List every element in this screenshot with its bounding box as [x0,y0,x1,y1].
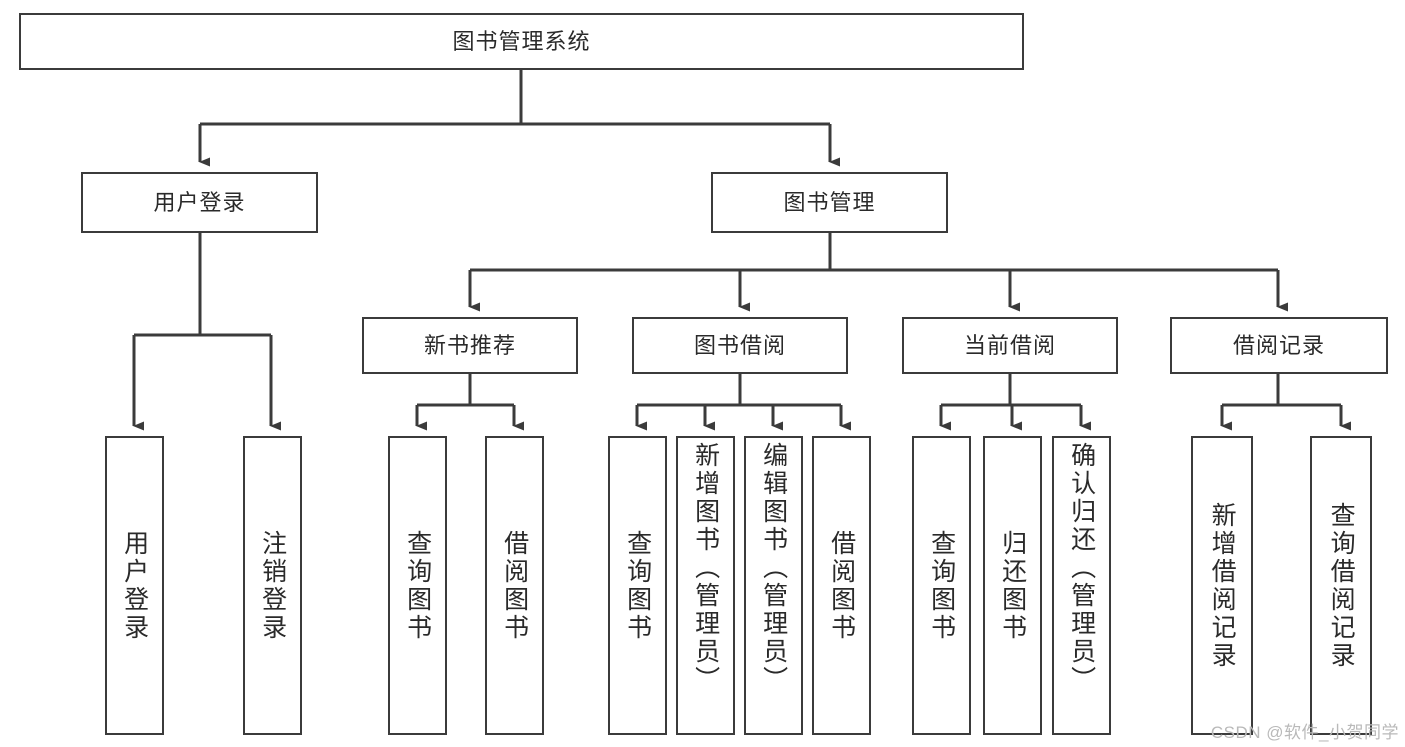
node-borrow-record-label: 借阅记录 [1232,332,1325,358]
leaf-borrow-book-recommend-label: 借阅图书 [500,529,529,642]
leaf-add-book-admin-label: 新增图书（管理员） [691,442,720,694]
node-user-login-label: 用户登录 [153,189,246,215]
leaf-return-book-label: 归还图书 [998,529,1027,642]
leaf-return-book[interactable]: 归还图书 [983,436,1042,735]
leaf-query-borrow-record[interactable]: 查询借阅记录 [1310,436,1372,735]
leaf-user-login[interactable]: 用户登录 [105,436,164,735]
node-book-management[interactable]: 图书管理 [711,172,948,233]
watermark-text: CSDN @软件_小贺同学 [1210,723,1399,742]
node-user-login[interactable]: 用户登录 [81,172,318,233]
leaf-add-borrow-record-label: 新增借阅记录 [1208,501,1237,670]
leaf-borrow-book-label: 借阅图书 [827,529,856,642]
node-book-borrow-label: 图书借阅 [693,332,786,358]
leaf-query-book-recommend-label: 查询图书 [403,529,432,642]
leaf-query-borrow-record-label: 查询借阅记录 [1327,501,1356,670]
node-root-label: 图书管理系统 [452,28,591,54]
node-current-borrow[interactable]: 当前借阅 [902,317,1118,374]
leaf-logout[interactable]: 注销登录 [243,436,302,735]
node-root[interactable]: 图书管理系统 [19,13,1024,70]
node-borrow-record[interactable]: 借阅记录 [1170,317,1388,374]
leaf-add-borrow-record[interactable]: 新增借阅记录 [1191,436,1253,735]
node-current-borrow-label: 当前借阅 [963,332,1056,358]
leaf-query-book-borrow[interactable]: 查询图书 [608,436,667,735]
leaf-query-book-borrow-label: 查询图书 [623,529,652,642]
leaf-query-book-current-label: 查询图书 [927,529,956,642]
node-new-book-recommend-label: 新书推荐 [423,332,516,358]
leaf-edit-book-admin[interactable]: 编辑图书（管理员） [744,436,803,735]
leaf-borrow-book[interactable]: 借阅图书 [812,436,871,735]
node-new-book-recommend[interactable]: 新书推荐 [362,317,578,374]
leaf-borrow-book-recommend[interactable]: 借阅图书 [485,436,544,735]
node-book-management-label: 图书管理 [783,189,876,215]
leaf-logout-label: 注销登录 [258,529,287,642]
leaf-query-book-current[interactable]: 查询图书 [912,436,971,735]
leaf-edit-book-admin-label: 编辑图书（管理员） [759,442,788,694]
leaf-user-login-label: 用户登录 [120,529,149,642]
leaf-add-book-admin[interactable]: 新增图书（管理员） [676,436,735,735]
leaf-confirm-return-admin[interactable]: 确认归还（管理员） [1052,436,1111,735]
leaf-query-book-recommend[interactable]: 查询图书 [388,436,447,735]
node-book-borrow[interactable]: 图书借阅 [632,317,848,374]
leaf-confirm-return-admin-label: 确认归还（管理员） [1067,442,1096,694]
